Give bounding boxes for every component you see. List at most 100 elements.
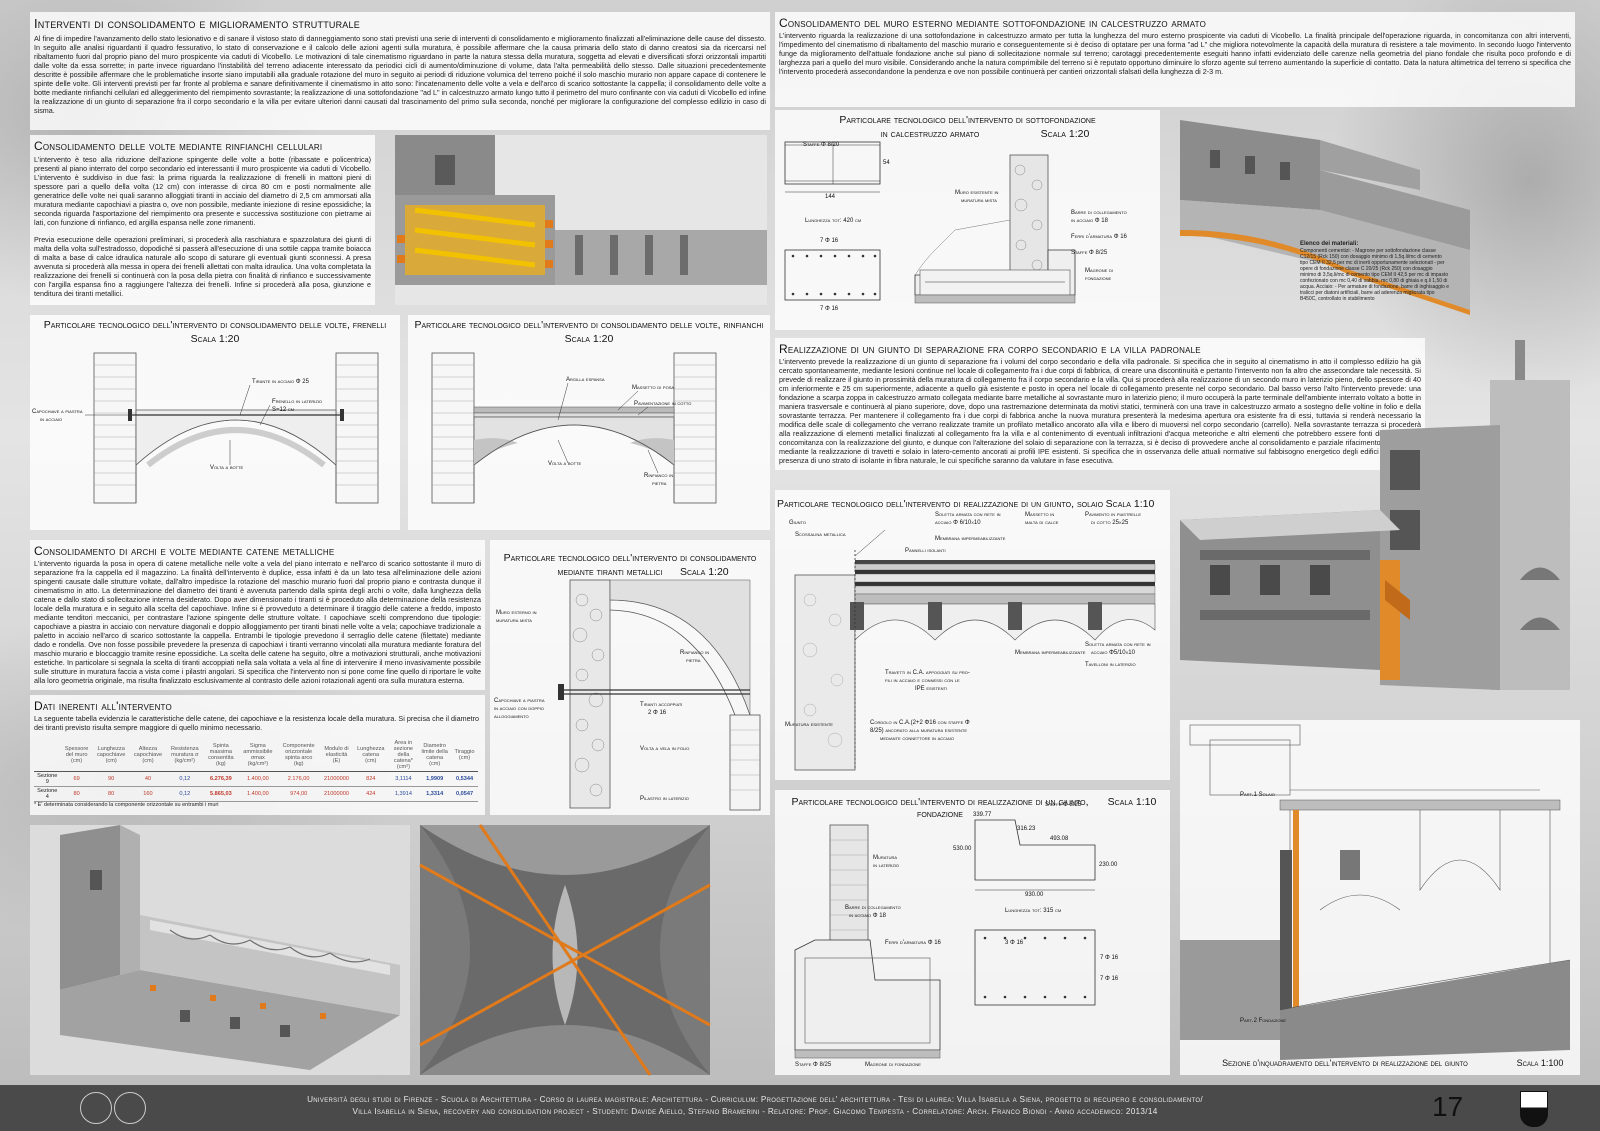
cell: 21000000 bbox=[319, 771, 354, 787]
th-10: Area in sezione della catena* (cm²) bbox=[388, 739, 419, 772]
label-rinfianco-t: Rinfianco in bbox=[680, 650, 710, 656]
label-d339: 339.77 bbox=[973, 812, 992, 818]
cell: 80 bbox=[92, 786, 130, 802]
label-muratura-f: Muratura bbox=[873, 855, 898, 861]
tiranti-scale: Scala 1:20 bbox=[680, 566, 729, 578]
page-number: 17 bbox=[1432, 1091, 1464, 1122]
footer-line-1: Università degli studi di Firenze - Scuo… bbox=[307, 1095, 1203, 1104]
label-capochiave-t: Capochiave a piastra bbox=[494, 698, 545, 704]
sottofond-text: L'intervento riguarda la realizzazione d… bbox=[779, 31, 1571, 76]
label-massetto: Massetto di posa bbox=[632, 385, 675, 391]
sottofond-text-panel: Consolidamento del muro esterno mediante… bbox=[775, 12, 1575, 107]
building-3d-render bbox=[30, 825, 410, 1075]
label-ferri3-f: 3 Φ 16 bbox=[1005, 940, 1024, 946]
label-tavelloni: Tavelloni in laterizio bbox=[1085, 662, 1136, 668]
cell: 5.865,03 bbox=[203, 786, 239, 802]
cell: 0,5344 bbox=[451, 771, 478, 787]
cell: 424 bbox=[353, 786, 389, 802]
label-ferri-f: Ferri d'armatura Φ 16 bbox=[885, 940, 941, 946]
frenelli-drawing bbox=[85, 352, 379, 504]
sottofond-scale: Scala 1:20 bbox=[1040, 128, 1090, 140]
cell: 1.400,00 bbox=[238, 786, 278, 802]
th-1: Spessore del muro (cm) bbox=[60, 739, 93, 772]
fond-scale: Scala 1:10 bbox=[1107, 796, 1157, 808]
label-d530: 530.00 bbox=[953, 846, 972, 852]
frenelli-panel: Particolare tecnologico dell'intervento … bbox=[30, 315, 400, 530]
cell: 0,0547 bbox=[451, 786, 478, 802]
volte-text-1: L'intervento è teso alla riduzione dell'… bbox=[34, 155, 371, 227]
th-6: Sigma ammissibile σmax (kg/cm²) bbox=[238, 739, 278, 772]
label-ferri7b-s: 7 Φ 16 bbox=[820, 306, 839, 312]
wall-3d-render bbox=[1170, 110, 1480, 315]
cell: 40 bbox=[129, 771, 167, 787]
vault-ceiling-svg bbox=[419, 824, 711, 1076]
label-travetti-2: fili in acciaio e connessi con le bbox=[885, 678, 960, 684]
label-capochiave-t3: alloggiamento bbox=[494, 714, 529, 720]
footer-bar: Università degli studi di Firenze - Scuo… bbox=[0, 1085, 1600, 1131]
fondazione-panel: Particolare tecnologico dell'intervento … bbox=[775, 790, 1170, 1075]
label-rinfianco-t2: pietra bbox=[686, 658, 701, 664]
label-part2: Part.2 Fondazione bbox=[1240, 1018, 1287, 1024]
intro-text: Al fine di impedire l'avanzamento dello … bbox=[34, 34, 766, 115]
label-volta: Volta a botte bbox=[210, 465, 244, 471]
label-pav-s2: di cotto 25x25 bbox=[1091, 520, 1129, 526]
giunto-title: Realizzazione di un giunto di separazion… bbox=[779, 342, 1201, 356]
label-d316: 316.23 bbox=[1017, 826, 1036, 832]
label-barre-f: Barre di collegamento bbox=[845, 905, 901, 911]
tiranti-panel: Particolare tecnologico dell'intervento … bbox=[490, 540, 770, 815]
label-giunto: Giunto bbox=[789, 520, 807, 526]
fond-title: Particolare tecnologico dell'intervento … bbox=[791, 796, 1089, 820]
archi-text: L'intervento riguarda la posa in opera d… bbox=[34, 559, 481, 685]
university-seal-icon bbox=[80, 1092, 112, 1124]
th-12: Tiraggio (cm) bbox=[451, 739, 478, 772]
label-dim144: 144 bbox=[825, 194, 836, 200]
th-5: Spinta massima consentita (kg) bbox=[203, 739, 239, 772]
wall-3d-svg bbox=[1180, 120, 1470, 315]
label-travetti: Travetti in C.A. appoggiati su pro- bbox=[885, 670, 970, 676]
cell: 6.276,39 bbox=[203, 771, 239, 787]
sottofond-detail-title: Particolare tecnologico dell'intervento … bbox=[839, 114, 1096, 126]
materiali-title: Elenco dei materiali: bbox=[1300, 241, 1359, 247]
label-massetto-s: Massetto in bbox=[1025, 512, 1055, 518]
label-d230: 230.00 bbox=[1099, 862, 1118, 868]
cell: 824 bbox=[353, 771, 389, 787]
label-barre-s: Barre di collegamento bbox=[1071, 210, 1127, 216]
label-travetti-3: IPE esistenti bbox=[915, 686, 948, 692]
label-lunghezza-f: Lunghezza tot: 315 cm bbox=[1005, 908, 1062, 914]
label-cordolo-3: mediante connettore in acciaio bbox=[880, 736, 955, 742]
th-0 bbox=[34, 739, 61, 772]
label-capochiave-t2: in acciaio con doppio bbox=[494, 706, 544, 712]
archi-panel: Consolidamento di archi e volte mediante… bbox=[30, 540, 485, 690]
th-8: Modulo di elasticità (E) bbox=[319, 739, 354, 772]
label-soletta: Soletta armata con rete in bbox=[935, 512, 1001, 518]
label-capochiave: Capochiave a piastra bbox=[32, 409, 83, 415]
th-3: Altezza capochiave (cm) bbox=[129, 739, 167, 772]
giunto-text-panel: Realizzazione di un giunto di separazion… bbox=[775, 338, 1425, 470]
vault-ceiling-render bbox=[419, 824, 711, 1076]
cell: 69 bbox=[60, 771, 93, 787]
label-magrone-f: Magrone di fondazione bbox=[865, 1062, 921, 1068]
sottofond-title: Consolidamento del muro esterno mediante… bbox=[779, 16, 1207, 30]
main-title: Interventi di consolidamento e miglioram… bbox=[34, 16, 360, 31]
university-seal-icon-2 bbox=[114, 1092, 146, 1124]
table-note: * E' determinata considerando la compone… bbox=[34, 802, 219, 808]
archi-title: Consolidamento di archi e volte mediante… bbox=[34, 544, 335, 558]
fondazione-drawing bbox=[794, 819, 1096, 1059]
cell: 0,12 bbox=[166, 786, 204, 802]
label-muro-s: Muro esistente in bbox=[955, 190, 999, 196]
label-massetto-s2: malta di calce bbox=[1025, 520, 1059, 526]
frenelli-scale: Scala 1:20 bbox=[190, 333, 240, 345]
label-membrana: Membrana impermeabilizzante bbox=[935, 536, 1006, 542]
cell: 2.176,00 bbox=[277, 771, 320, 787]
volte-text-2: Previa esecuzione delle operazioni preli… bbox=[34, 235, 371, 298]
label-ferri7b-f: 7 Φ 16 bbox=[1100, 976, 1119, 982]
label-tiranti-2: 2 Φ 16 bbox=[648, 710, 667, 716]
solaio-title: Particolare tecnologico dell'intervento … bbox=[776, 498, 1104, 510]
vault-3d-svg bbox=[395, 135, 767, 305]
th-9: Lunghezza catena (cm) bbox=[353, 739, 389, 772]
label-muro-2: muratura mista bbox=[496, 618, 532, 624]
label-d493: 493.08 bbox=[1050, 836, 1069, 842]
label-barre-s2: in acciaio Φ 18 bbox=[1071, 218, 1108, 224]
label-cordolo: Cordolo in C.A.(2+2 Φ16 con staffe Φ bbox=[870, 720, 970, 726]
solaio-scale: Scala 1:10 bbox=[1105, 498, 1155, 510]
